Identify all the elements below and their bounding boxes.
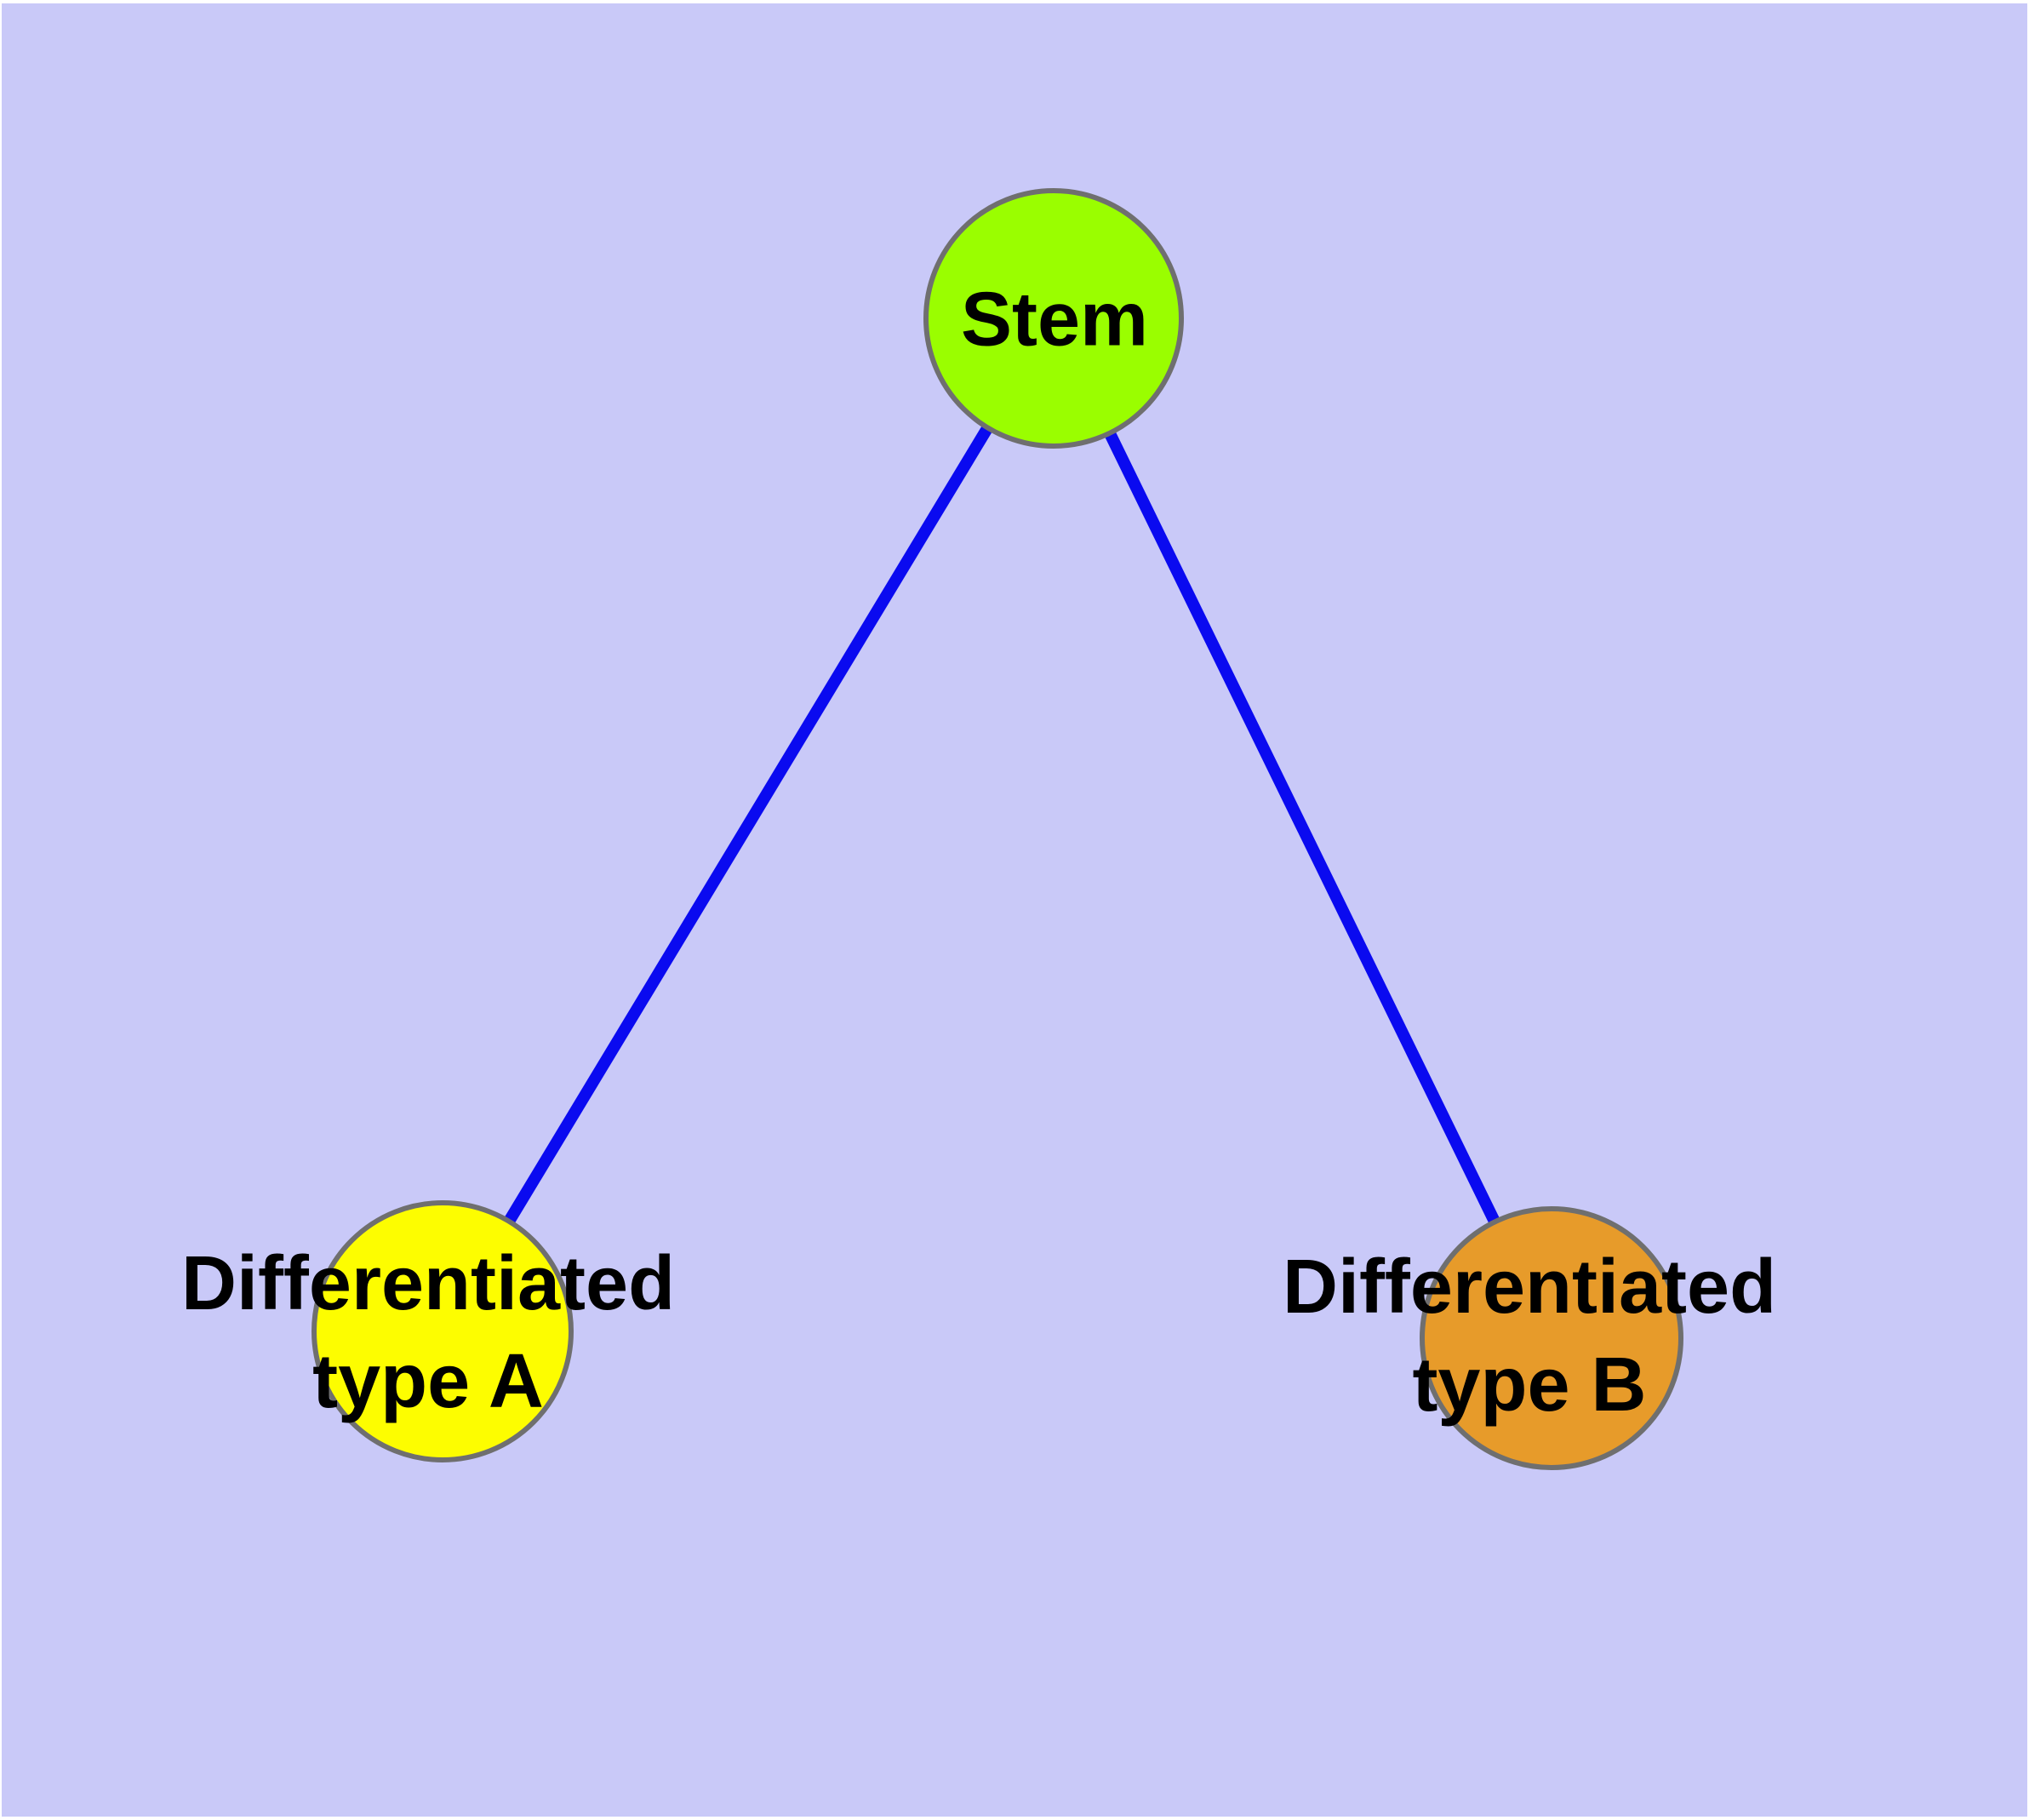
type-b-label-line2: type B: [1412, 1342, 1647, 1428]
type-a-node-label: Differentiated type A: [181, 1235, 675, 1431]
edge-stem-to-type-b: [1048, 315, 1557, 1342]
stem-label-text: Stem: [960, 277, 1149, 363]
type-b-node: [1420, 1206, 1683, 1470]
type-a-label-line2: type A: [312, 1339, 544, 1424]
edge-stem-to-type-a: [437, 315, 1059, 1335]
type-b-node-label: Differentiated type B: [1283, 1239, 1776, 1434]
stem-node-label: Stem: [961, 272, 1148, 369]
stem-node: [923, 188, 1184, 449]
type-a-label-line1: Differentiated: [180, 1241, 676, 1326]
type-b-label-line1: Differentiated: [1282, 1245, 1777, 1330]
type-a-node: [311, 1200, 574, 1462]
